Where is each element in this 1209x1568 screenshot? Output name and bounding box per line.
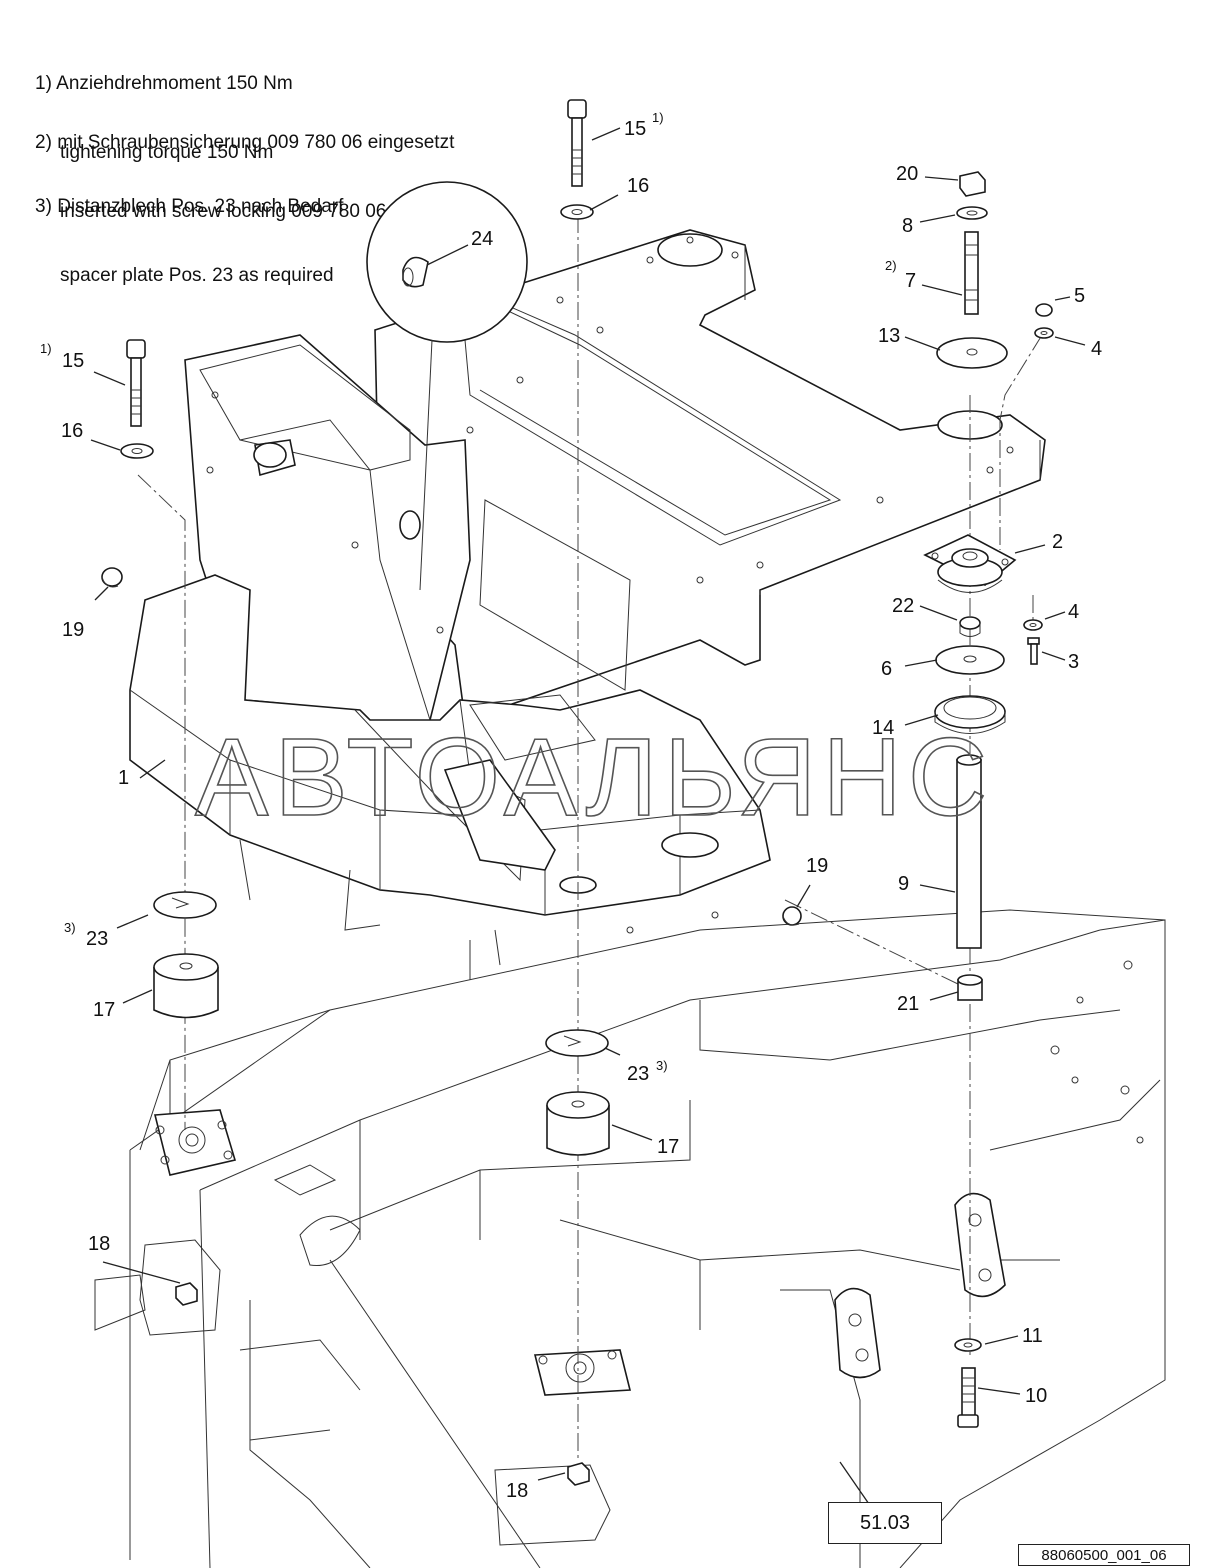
- bolt-15-left: [126, 339, 146, 427]
- note-3-marker: 3): [35, 196, 52, 217]
- callout-10: 10: [1025, 1385, 1047, 1407]
- callout-5: 5: [1074, 285, 1085, 307]
- callout-labels: 15 1) 16 1) 15 16 24 20 8 2) 7 13 5 4 2 …: [40, 110, 1102, 1502]
- plug-19-right: [782, 906, 802, 926]
- screw-3: [1027, 637, 1040, 665]
- callout-16-left: 16: [61, 420, 83, 442]
- washer-16-top: [560, 204, 594, 220]
- plug-19-left: [101, 567, 123, 588]
- callout-18-lower: 18: [506, 1480, 528, 1502]
- note-1-marker: 1): [35, 73, 52, 94]
- small-screw-axis-line: [999, 334, 1043, 550]
- callout-22: 22: [892, 595, 914, 617]
- spacer-plate-23-center: [545, 1029, 609, 1057]
- bolt-10: [957, 1367, 979, 1428]
- bolt-15-top: [567, 99, 587, 187]
- superscript-15-top: 1): [652, 110, 664, 125]
- callout-1: 1: [118, 767, 129, 789]
- washer-4-top: [1034, 327, 1054, 339]
- note-1-german: Anziehdrehmoment 150 Nm: [56, 73, 293, 94]
- callout-3: 3: [1068, 651, 1079, 673]
- callout-14: 14: [872, 717, 894, 739]
- watermark: АВТОАЛЬЯНС: [195, 716, 993, 839]
- plug-axis-line: [784, 899, 961, 986]
- callout-19-right: 19: [806, 855, 828, 877]
- stud-7: [964, 231, 979, 315]
- note-2: 2) mit Schraubensicherung 009 780 06 ein…: [35, 85, 454, 269]
- callout-18-left: 18: [88, 1233, 110, 1255]
- note-3-german: Distanzblech Pos. 23 nach Bedarf: [57, 196, 344, 217]
- note-2-german: mit Schraubensicherung 009 780 06 einges…: [57, 132, 455, 153]
- bushing-22: [959, 616, 981, 637]
- washer-4-lower: [1023, 619, 1043, 631]
- callout-7: 7: [905, 270, 916, 292]
- callout-19-left: 19: [62, 619, 84, 641]
- nut-18-left: [175, 1282, 198, 1306]
- note-2-english: inserted with screw locking 009 780 06: [60, 201, 387, 222]
- rubber-block-17-left: [153, 953, 219, 1019]
- note-1: 1) Anziehdrehmoment 150 Nm tightening to…: [35, 26, 293, 210]
- note-1-english: tightening torque 150 Nm: [60, 142, 274, 163]
- superscript-7: 2): [885, 258, 897, 273]
- callout-11: 11: [1022, 1325, 1043, 1347]
- callout-4-top: 4: [1091, 338, 1102, 360]
- callout-24: 24: [471, 228, 493, 250]
- left-axis-line: [137, 474, 186, 1130]
- callout-8: 8: [902, 215, 913, 237]
- callout-15-left: 15: [62, 350, 84, 372]
- cup-14: [934, 695, 1006, 734]
- spacer-plate-23-left: [153, 891, 217, 919]
- washer-11: [954, 1338, 982, 1352]
- reference-box-label: 51.03: [859, 1511, 911, 1534]
- callout-9: 9: [898, 873, 909, 895]
- callout-20: 20: [896, 163, 918, 185]
- callout-15-top: 15: [624, 118, 646, 140]
- nut-5: [1035, 303, 1053, 317]
- nut-18-lower: [567, 1462, 590, 1486]
- superscript-15-left: 1): [40, 341, 52, 356]
- callout-16-top: 16: [627, 175, 649, 197]
- detail-circle-24: [366, 181, 528, 591]
- washer-16-left: [120, 443, 154, 459]
- note-3-english: spacer plate Pos. 23 as required: [60, 265, 334, 286]
- note-2-marker: 2): [35, 132, 52, 153]
- lower-chassis-frame: [94, 909, 1166, 1568]
- callout-17-left: 17: [93, 999, 115, 1021]
- callout-23-left: 23: [86, 928, 108, 950]
- callout-6: 6: [881, 658, 892, 680]
- tube-9: [956, 754, 982, 949]
- bushing-21: [957, 974, 983, 1001]
- callout-17-center: 17: [657, 1136, 679, 1158]
- rubber-mount-2: [923, 534, 1017, 593]
- callout-21: 21: [897, 993, 919, 1015]
- disc-6: [935, 645, 1005, 675]
- washer-8: [956, 206, 988, 220]
- note-3: 3) Distanzblech Pos. 23 nach Bedarf spac…: [35, 149, 343, 333]
- drawing-id-label: 88060500_001_06: [1041, 1546, 1167, 1564]
- callout-23-center: 23: [627, 1063, 649, 1085]
- drawing-id-box: 88060500_001_06: [1018, 1544, 1190, 1566]
- nut-20: [959, 171, 986, 197]
- superscript-23-center: 3): [656, 1058, 668, 1073]
- rubber-block-17-center: [546, 1091, 610, 1156]
- leader-lines: [90, 127, 1086, 1521]
- front-frame-part-1: [129, 334, 771, 980]
- callout-13: 13: [878, 325, 900, 347]
- callout-4-lower: 4: [1068, 601, 1079, 623]
- disc-13: [936, 337, 1008, 369]
- callout-2: 2: [1052, 531, 1063, 553]
- reference-box: 51.03: [828, 1502, 942, 1544]
- superscript-23-left: 3): [64, 920, 76, 935]
